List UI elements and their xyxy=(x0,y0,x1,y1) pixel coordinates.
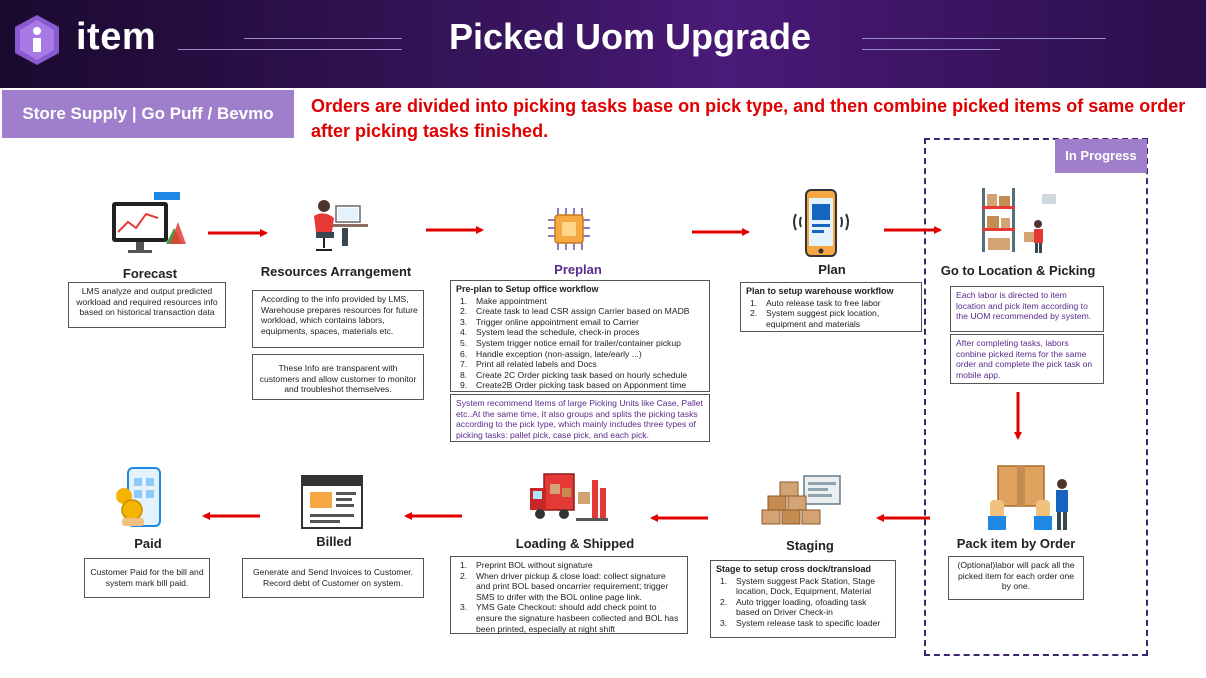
paid-desc: Customer Paid for the bill and system ma… xyxy=(84,558,210,598)
goto-title: Go to Location & Picking xyxy=(940,263,1096,278)
brand-name: item xyxy=(76,16,157,58)
truck-loading-icon xyxy=(530,473,608,521)
chip-icon xyxy=(548,208,590,250)
forecast-desc: LMS analyze and output predicted workloa… xyxy=(68,282,226,328)
worker-desk-icon xyxy=(314,200,368,251)
bill-icon xyxy=(301,475,363,529)
list-item: 1.Auto release task to free labor xyxy=(750,297,881,308)
billed-desc: Generate and Send Invoices to Customer. … xyxy=(242,558,424,598)
list-item: 4.System lead the schedule, check-in pro… xyxy=(460,327,640,338)
list-item: 7.Print all related labels and Docs xyxy=(460,359,597,370)
loading-list-box: 1.Preprint BOL without signature 2. When… xyxy=(450,556,688,634)
preplan-note: System recommend Items of large Picking … xyxy=(450,394,710,442)
preplan-title: Preplan xyxy=(554,262,602,277)
plan-heading: Plan to setup warehouse workflow xyxy=(746,286,894,296)
list-item: 9.Create2B Order picking task based on A… xyxy=(460,380,687,391)
list-item: 2.Create task to lead CSR assign Carrier… xyxy=(460,306,690,317)
list-item: 5.System trigger notice email for traile… xyxy=(460,337,681,348)
page-subtitle: Orders are divided into picking tasks ba… xyxy=(311,96,1186,141)
pack-title: Pack item by Order xyxy=(956,536,1076,551)
list-item: 2.Auto trigger loading, ofoading task ba… xyxy=(720,596,867,618)
in-progress-region xyxy=(924,138,1148,656)
category-tag: Store Supply | Go Puff / Bevmo xyxy=(2,90,294,138)
monitor-chart-icon xyxy=(112,192,186,253)
in-progress-badge: In Progress xyxy=(1055,139,1147,173)
boxes-stack-icon xyxy=(761,475,841,525)
staging-heading: Stage to setup cross dock/transload xyxy=(716,564,872,574)
resources-desc: According to the info provided by LMS, W… xyxy=(252,290,424,348)
warehouse-shelf-icon xyxy=(982,188,1056,253)
list-item: 8.Create 2C Order picking task based on … xyxy=(460,369,688,380)
payment-phone-icon xyxy=(116,467,161,527)
loading-title: Loading & Shipped xyxy=(515,536,635,551)
list-item: 2. When driver pickup & close load: coll… xyxy=(460,570,669,602)
pack-desc: (Optional)labor will pack all the picked… xyxy=(948,556,1084,600)
list-item: 6.Handle exception (non-assign, late/ear… xyxy=(460,348,642,359)
goto-desc: Each labor is directed to item location … xyxy=(950,286,1104,332)
resources-title: Resources Arrangement xyxy=(260,264,412,279)
preplan-list-box: Pre-plan to Setup office workflow 1.Make… xyxy=(450,280,710,392)
pack-box-icon xyxy=(988,465,1068,530)
preplan-heading: Pre-plan to Setup office workflow xyxy=(456,284,599,294)
phone-app-icon xyxy=(793,189,849,257)
list-item: 1.Preprint BOL without signature xyxy=(460,560,593,570)
list-item: 3.System release task to specific loader xyxy=(720,617,881,628)
list-item: 2.System suggest pick location, equipmen… xyxy=(750,308,880,329)
plan-list-box: Plan to setup warehouse workflow 1.Auto … xyxy=(740,282,922,332)
header-divider-left xyxy=(178,49,402,50)
header-divider-left-2 xyxy=(244,38,402,39)
header-bar: item Picked Uom Upgrade xyxy=(0,0,1206,88)
header-divider-right xyxy=(862,38,1106,39)
plan-title: Plan xyxy=(818,262,846,277)
billed-title: Billed xyxy=(316,534,352,549)
goto-desc-2: After completing tasks, labors conbine p… xyxy=(950,334,1104,384)
forecast-title: Forecast xyxy=(122,266,178,281)
header-divider-right-2 xyxy=(862,49,1000,50)
resources-desc-2: These Info are transparent with customer… xyxy=(252,354,424,400)
list-item: 1.System suggest Pack Station, Stage loc… xyxy=(720,575,876,597)
paid-title: Paid xyxy=(134,536,162,551)
page-title: Picked Uom Upgrade xyxy=(448,16,812,57)
staging-list-box: Stage to setup cross dock/transload 1.Sy… xyxy=(710,560,896,638)
list-item: 1.Make appointment xyxy=(460,295,547,306)
logo-icon xyxy=(15,15,59,65)
list-item: 3.Trigger online appointment email to Ca… xyxy=(460,316,640,327)
staging-title: Staging xyxy=(786,538,834,553)
list-item: 3.YMS Gate Checkout: should add check po… xyxy=(460,602,679,634)
